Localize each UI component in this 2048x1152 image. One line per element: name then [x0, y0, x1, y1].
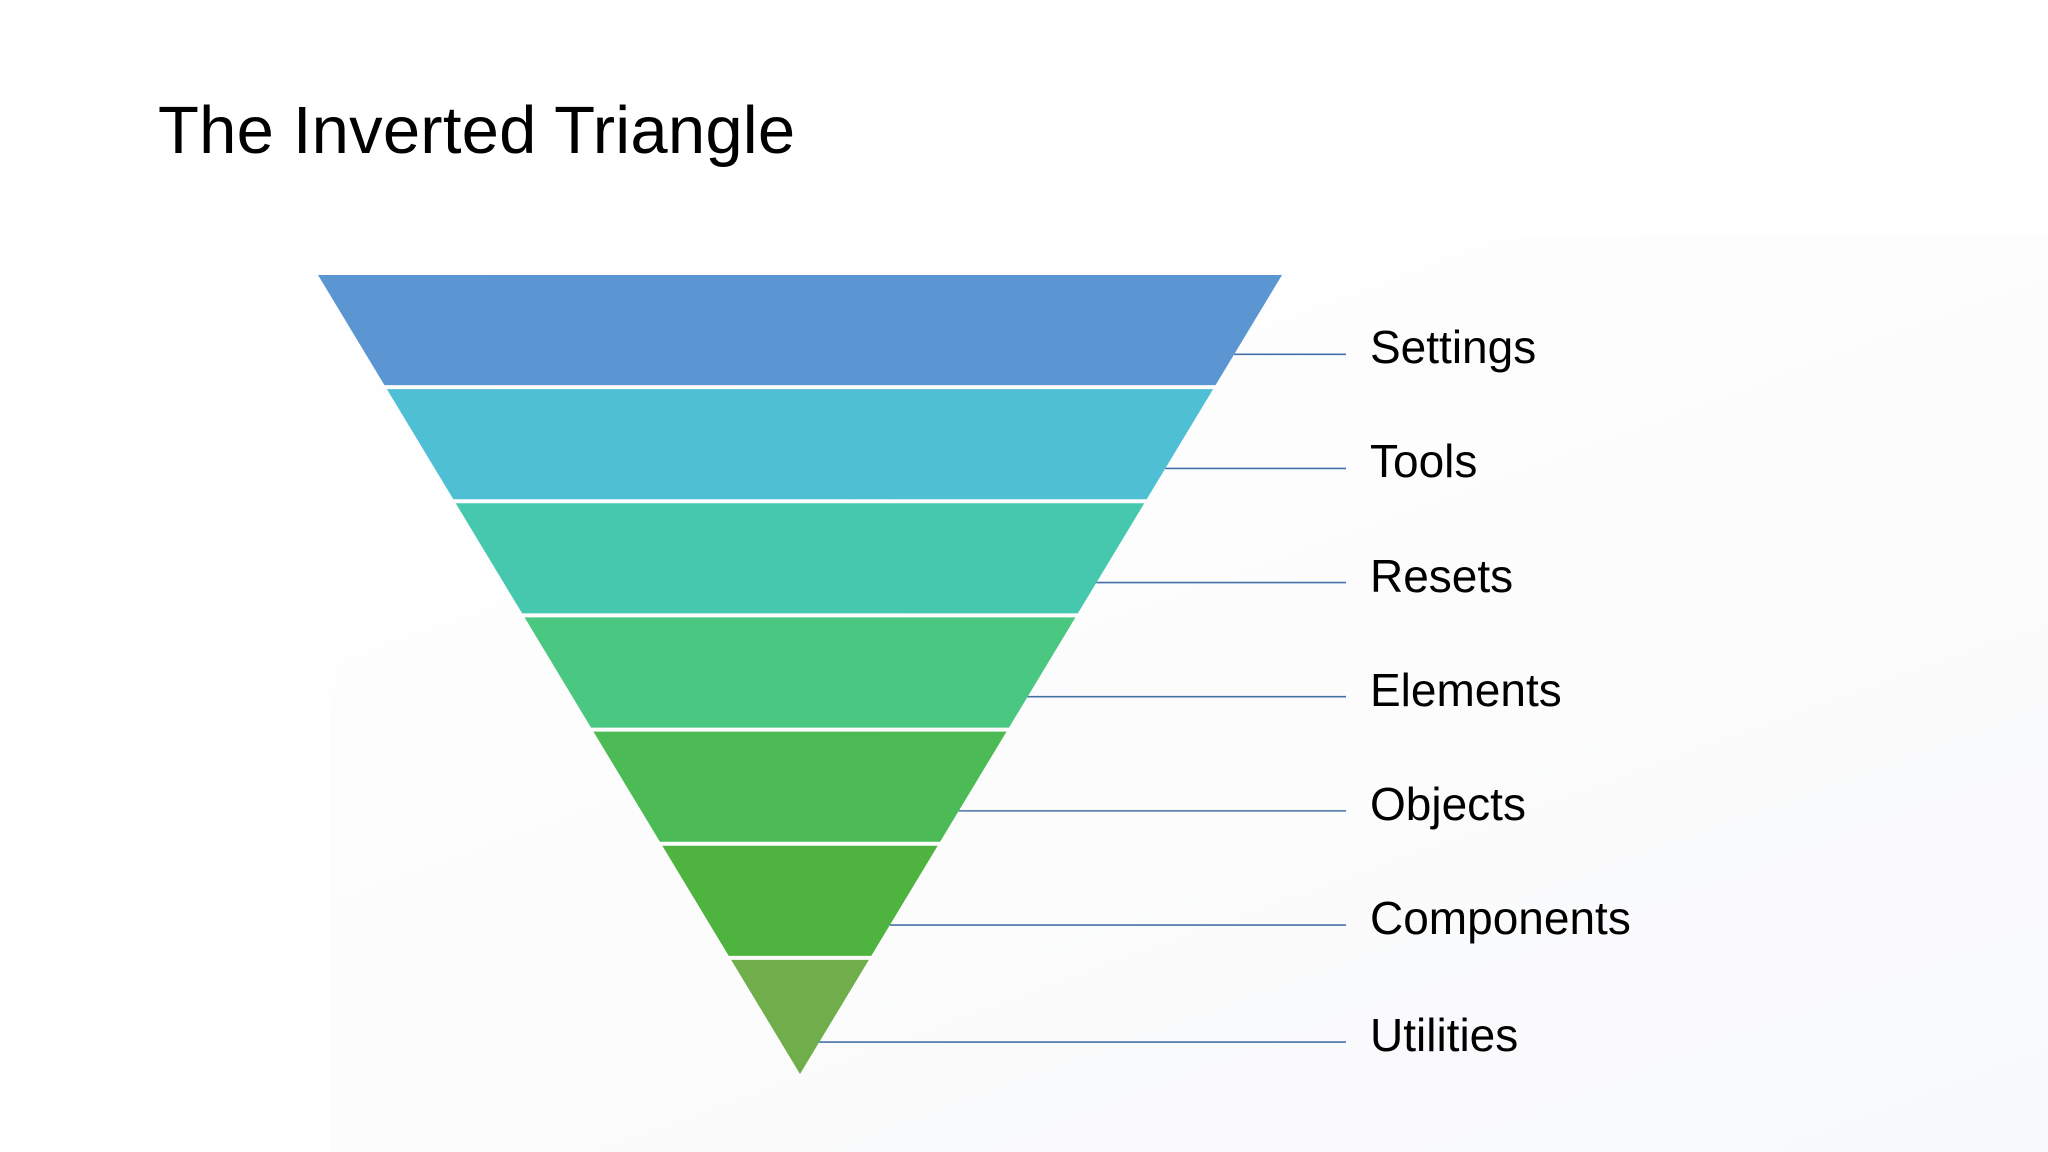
funnel-band-settings[interactable] [318, 275, 1282, 386]
funnel-label-elements[interactable]: Elements [1370, 663, 1562, 716]
funnel-label-objects[interactable]: Objects [1370, 777, 1526, 830]
funnel-label-settings[interactable]: Settings [1370, 321, 1537, 374]
funnel-label-components[interactable]: Components [1370, 892, 1631, 945]
funnel-band-components[interactable] [662, 845, 938, 956]
funnel-band-tools[interactable] [386, 389, 1214, 500]
funnel-band-objects[interactable] [593, 731, 1007, 842]
funnel-band-utilities[interactable] [731, 959, 869, 1074]
funnel-band-elements[interactable] [524, 617, 1076, 728]
funnel-label-resets[interactable]: Resets [1370, 549, 1514, 602]
funnel-label-tools[interactable]: Tools [1370, 435, 1478, 488]
funnel-label-utilities[interactable]: Utilities [1370, 1009, 1519, 1062]
page-title: The Inverted Triangle [158, 93, 796, 168]
funnel-band-resets[interactable] [455, 503, 1145, 614]
